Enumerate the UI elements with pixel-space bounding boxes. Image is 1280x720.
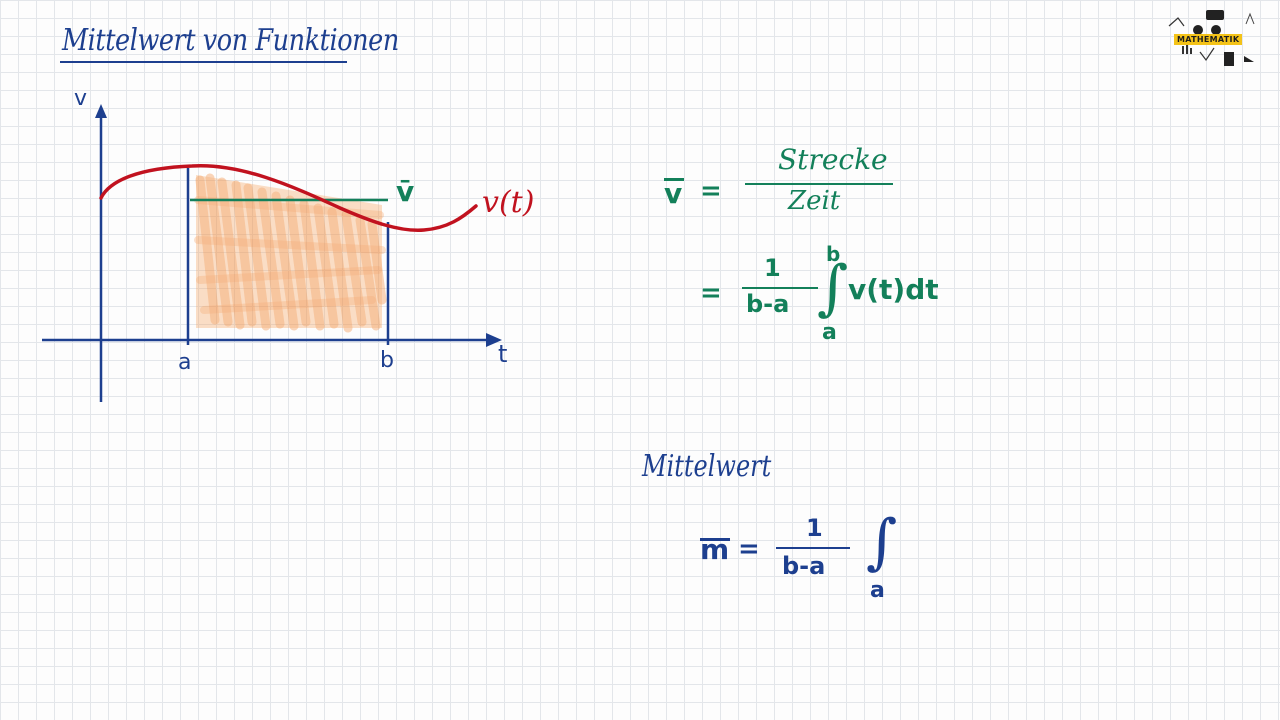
formula1-lhs: v xyxy=(664,177,683,210)
formula2-fraction-line xyxy=(742,287,818,289)
formula2-lower-limit: a xyxy=(822,320,837,345)
page-title: Mittelwert von Funktionen xyxy=(62,23,399,58)
y-axis-label: v xyxy=(74,86,88,111)
formula2-denominator: b-a xyxy=(746,290,790,318)
formula2-equals: = xyxy=(700,278,722,308)
integral-sign-icon: ∫ xyxy=(866,507,898,577)
formula3-numerator: 1 xyxy=(806,514,823,542)
b-tick-label: b xyxy=(380,348,394,373)
formula2-numerator: 1 xyxy=(764,254,781,282)
y-axis-arrow xyxy=(95,104,107,118)
channel-logo: MATHEMATIK xyxy=(1164,8,1264,72)
v-curve xyxy=(99,163,478,232)
mean-label: v̄ xyxy=(396,175,415,208)
v-overline xyxy=(664,178,684,181)
formula1-numerator: Strecke xyxy=(778,143,888,176)
shaded-area xyxy=(194,173,387,333)
formula1-fraction-line xyxy=(745,183,893,185)
formula3-denominator: b-a xyxy=(782,552,826,580)
title-underline xyxy=(60,61,347,63)
section-heading: Mittelwert xyxy=(642,449,772,484)
formula3-lower-limit: a xyxy=(870,578,885,603)
curve-label: v(t) xyxy=(482,185,535,220)
integral-sign-icon: ∫ xyxy=(817,253,849,323)
formula3-equals: = xyxy=(738,534,760,564)
formula1-denominator: Zeit xyxy=(788,186,841,216)
x-axis-arrow xyxy=(486,333,502,347)
x-axis-label: t xyxy=(498,340,508,368)
a-tick-label: a xyxy=(178,350,192,375)
logo-graphic xyxy=(1168,10,1255,66)
m-overline xyxy=(700,538,730,541)
formula2-integrand: v(t)dt xyxy=(848,273,939,306)
formula1-equals: = xyxy=(700,176,722,206)
formula3-lhs: m xyxy=(700,533,730,566)
formula2-upper-limit: b xyxy=(826,242,841,266)
formula3-fraction-line xyxy=(776,547,850,549)
logo-text: MATHEMATIK xyxy=(1174,34,1243,45)
